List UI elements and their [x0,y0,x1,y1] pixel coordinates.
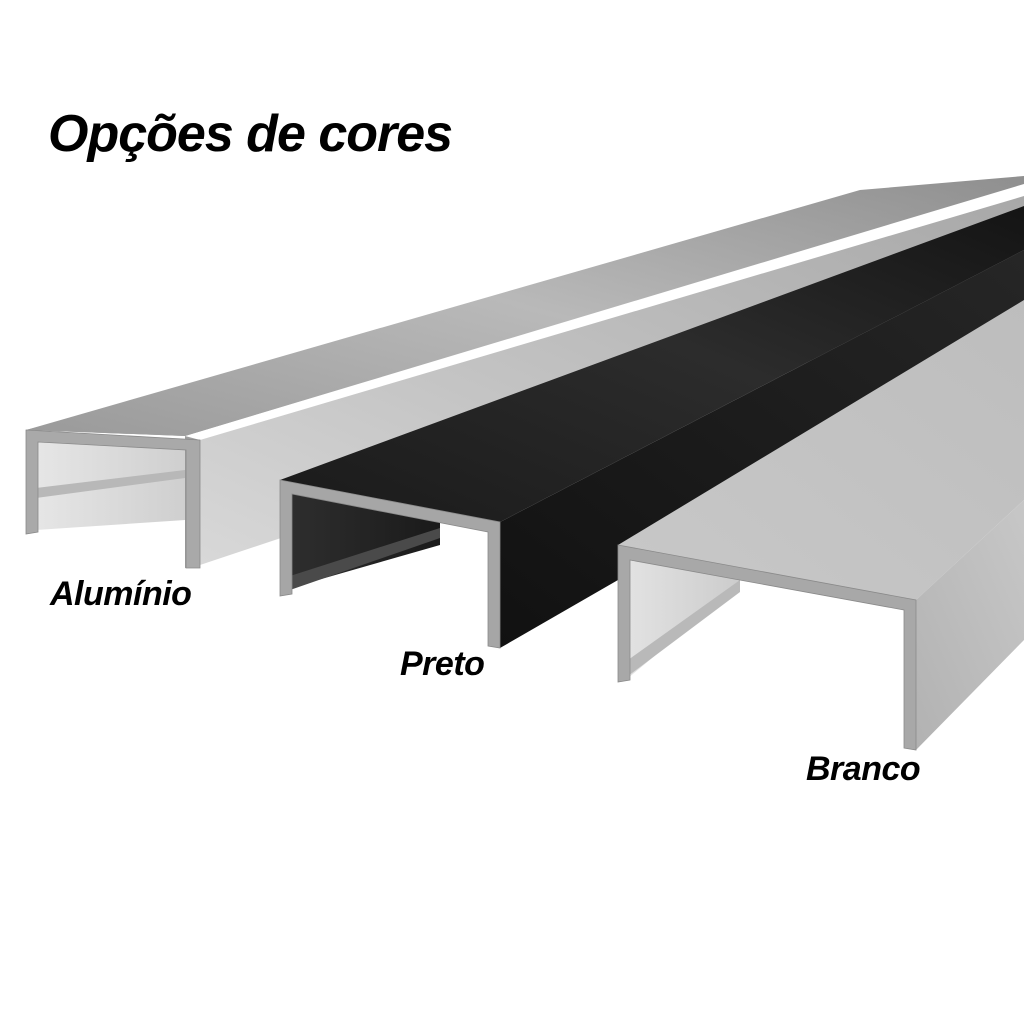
label-aluminio: Alumínio [50,575,192,613]
profile-preto-section [279,479,501,649]
profile-aluminio-section [25,429,201,569]
label-preto: Preto [400,645,485,683]
profile-branco-section [617,544,917,751]
profile-aluminio-lip [36,470,185,498]
profile-preto-top [280,206,1024,522]
profile-branco [617,300,1024,751]
profile-branco-lip [628,580,740,676]
page-title: Opções de cores [48,105,453,163]
profile-preto-lip [290,528,440,590]
profile-branco-side [916,500,1024,750]
label-branco: Branco [806,750,921,788]
profile-branco-top [618,300,1024,600]
